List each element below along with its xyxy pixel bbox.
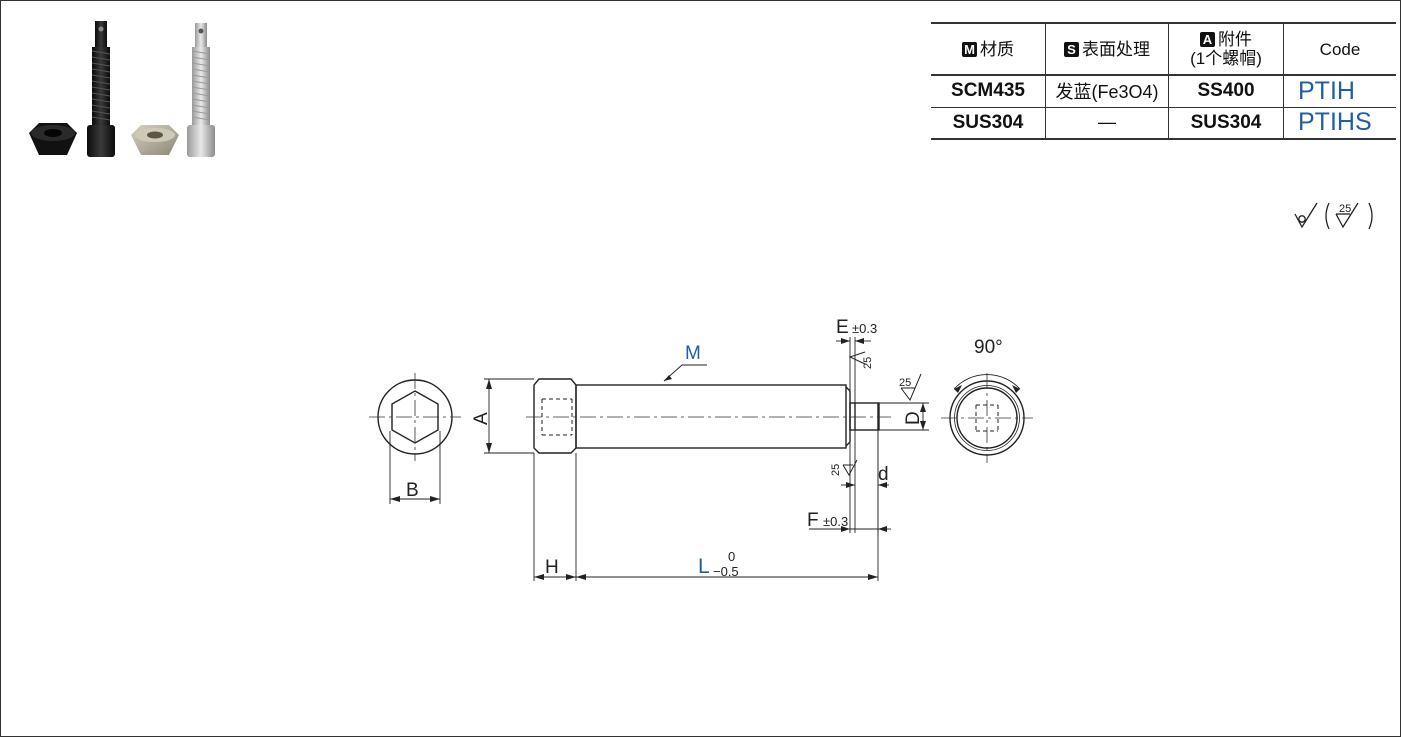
screw-head	[533, 378, 577, 454]
header-surface-label: 表面处理	[1082, 39, 1150, 59]
label-m: M	[685, 343, 701, 364]
screw-pilot	[849, 402, 880, 431]
cell-accessory: SS400	[1168, 75, 1284, 107]
header-code-label: Code	[1319, 39, 1361, 59]
label-d-upper: D	[903, 411, 924, 425]
cell-surface: 发蓝(Fe3O4)	[1045, 75, 1169, 107]
silver-nut	[131, 125, 179, 155]
header-accessory-sub: (1个螺帽)	[1190, 49, 1262, 68]
header-code: Code	[1283, 23, 1396, 75]
label-l: L	[698, 555, 710, 578]
roughness-mark-f: 25	[830, 464, 842, 476]
black-screw	[87, 21, 115, 157]
header-material-label: 材质	[980, 39, 1014, 59]
label-f-tol: ±0.3	[823, 514, 848, 529]
label-e-tol: ±0.3	[852, 321, 877, 336]
silver-screw	[187, 23, 215, 157]
cell-code-link[interactable]: PTIHS	[1283, 107, 1396, 139]
label-l-tol-upper: 0	[728, 549, 735, 564]
cell-code-link[interactable]: PTIH	[1283, 75, 1396, 107]
label-f: F	[807, 510, 819, 531]
roughness-mark-e: 25	[862, 357, 874, 369]
label-b: B	[406, 480, 419, 501]
label-d-lower: d	[878, 464, 889, 485]
cell-surface: —	[1045, 107, 1169, 139]
table-row: SUS304 — SUS304 PTIHS	[931, 107, 1396, 139]
label-angle: 90°	[974, 337, 1003, 358]
label-a: A	[471, 412, 492, 425]
label-h: H	[545, 557, 559, 578]
roughness-mark-d: 25	[899, 377, 911, 389]
cell-material: SCM435	[951, 80, 1025, 102]
material-badge: M	[962, 41, 977, 57]
screw-shank	[575, 384, 847, 449]
end-view-left-circle	[377, 379, 453, 455]
label-l-tol-lower: −0.5	[713, 564, 739, 579]
black-nut	[29, 123, 77, 155]
label-e: E	[836, 317, 849, 338]
roughness-bracket-value: 25	[1339, 203, 1351, 215]
product-photo	[29, 21, 215, 157]
end-view-right-inner-circle	[956, 387, 1018, 449]
hex-socket-icon	[391, 390, 439, 444]
table-row: SCM435 发蓝(Fe3O4) SS400 PTIH	[931, 75, 1396, 107]
cell-accessory: SUS304	[1168, 107, 1284, 139]
header-accessory-label: 附件	[1218, 30, 1252, 49]
accessory-badge: A	[1200, 32, 1215, 47]
end-view-right-outer-circle	[949, 380, 1025, 456]
surface-badge: S	[1064, 41, 1079, 57]
cell-material: SUS304	[952, 111, 1024, 133]
overall-roughness-symbol: 25	[1294, 202, 1373, 230]
